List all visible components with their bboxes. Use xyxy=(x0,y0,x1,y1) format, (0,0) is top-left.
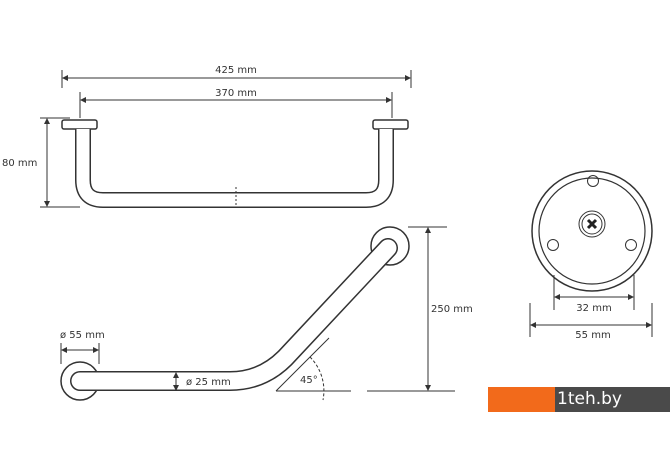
dim-80: 80 mm xyxy=(2,158,37,169)
dim-55: 55 mm xyxy=(575,330,610,341)
dim-flange-55: ø 55 mm xyxy=(60,330,105,341)
dim-425: 425 mm xyxy=(215,65,257,76)
flange-view: 32 mm 55 mm xyxy=(529,170,653,341)
logo-text: teh.by xyxy=(567,389,622,409)
dim-32: 32 mm xyxy=(576,303,611,314)
dim-370: 370 mm xyxy=(215,88,257,99)
top-view: 425 mm 370 mm 80 mm xyxy=(2,65,412,208)
side-view: ø 55 mm ø 25 mm 45° 250 mm xyxy=(60,226,473,401)
watermark-logo: 1teh.by xyxy=(488,387,670,412)
logo-digit: 1 xyxy=(557,389,568,409)
screw-icon xyxy=(586,218,598,230)
dim-250: 250 mm xyxy=(431,304,473,315)
dim-tube-25: ø 25 mm xyxy=(186,377,231,388)
angle-45: 45° xyxy=(300,375,318,386)
